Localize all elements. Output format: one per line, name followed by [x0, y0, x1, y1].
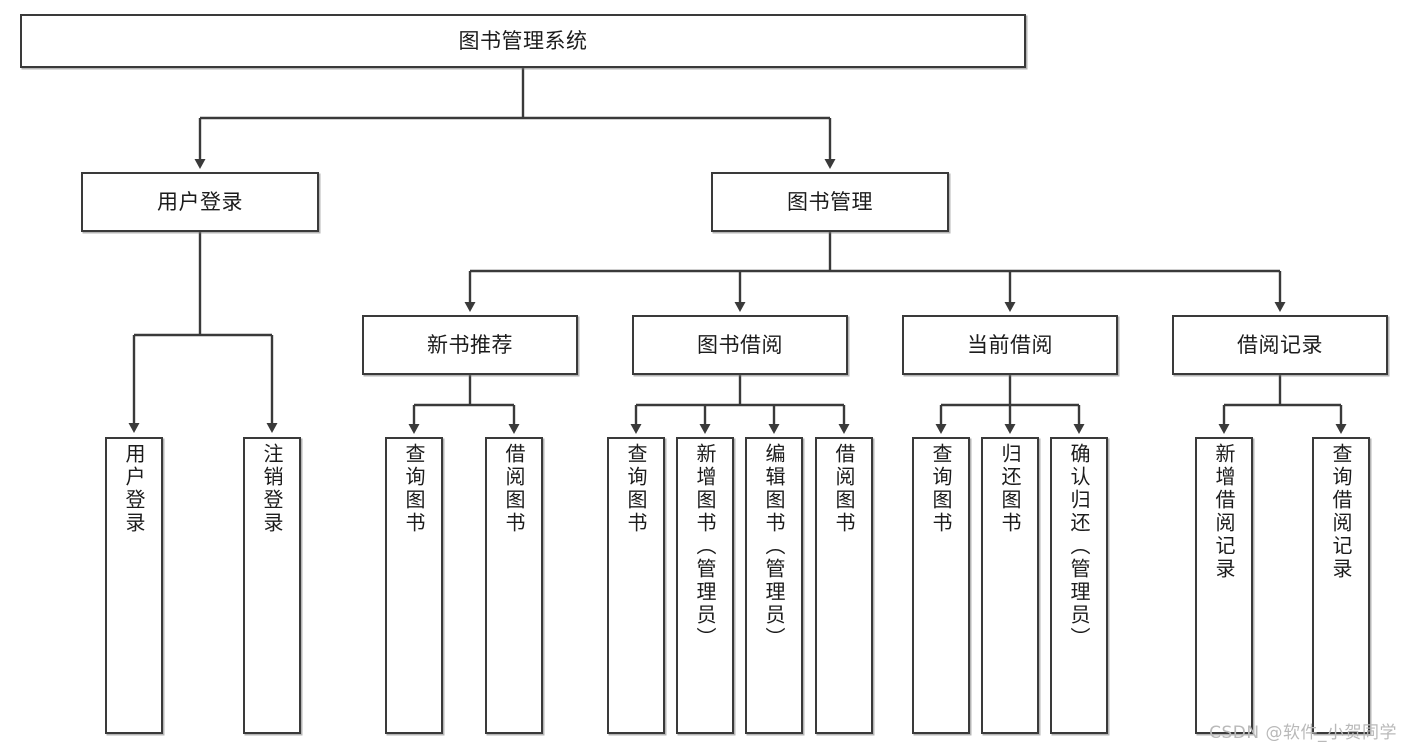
node-user-login[interactable]: 用户登录	[81, 172, 319, 232]
leaf-borrow-book-1[interactable]: 借阅图书	[485, 437, 543, 734]
node-current-borrow-label: 当前借阅	[967, 332, 1053, 357]
leaf-add-book-label: 新增图书（管理员）	[693, 443, 717, 650]
leaf-query-book-1[interactable]: 查询图书	[385, 437, 443, 734]
leaf-edit-book-label: 编辑图书（管理员）	[762, 443, 786, 650]
node-user-login-label: 用户登录	[157, 189, 243, 214]
leaf-user-login-label: 用户登录	[122, 443, 146, 535]
node-borrow-record-label: 借阅记录	[1237, 332, 1323, 357]
node-new-book-recommend-label: 新书推荐	[427, 332, 513, 357]
leaf-user-login[interactable]: 用户登录	[105, 437, 163, 734]
leaf-return-book-label: 归还图书	[998, 443, 1022, 535]
leaf-query-book-2[interactable]: 查询图书	[607, 437, 665, 734]
leaf-add-book[interactable]: 新增图书（管理员）	[676, 437, 734, 734]
node-current-borrow[interactable]: 当前借阅	[902, 315, 1118, 375]
leaf-logout-login-label: 注销登录	[260, 443, 284, 535]
leaf-add-record[interactable]: 新增借阅记录	[1195, 437, 1253, 734]
node-root-label: 图书管理系统	[458, 28, 588, 53]
leaf-confirm-return[interactable]: 确认归还（管理员）	[1050, 437, 1108, 734]
node-book-management-label: 图书管理	[787, 189, 873, 214]
leaf-query-record-label: 查询借阅记录	[1329, 443, 1353, 581]
leaf-borrow-book-2[interactable]: 借阅图书	[815, 437, 873, 734]
leaf-query-book-3[interactable]: 查询图书	[912, 437, 970, 734]
leaf-borrow-book-1-label: 借阅图书	[502, 443, 526, 535]
leaf-query-book-1-label: 查询图书	[402, 443, 426, 535]
leaf-query-record[interactable]: 查询借阅记录	[1312, 437, 1370, 734]
csdn-watermark: CSDN @软件_小贺同学	[1209, 723, 1397, 743]
node-book-management[interactable]: 图书管理	[711, 172, 949, 232]
leaf-query-book-2-label: 查询图书	[624, 443, 648, 535]
node-book-borrow-label: 图书借阅	[697, 332, 783, 357]
leaf-edit-book[interactable]: 编辑图书（管理员）	[745, 437, 803, 734]
leaf-return-book[interactable]: 归还图书	[981, 437, 1039, 734]
leaf-add-record-label: 新增借阅记录	[1212, 443, 1236, 581]
leaf-confirm-return-label: 确认归还（管理员）	[1067, 443, 1091, 650]
node-borrow-record[interactable]: 借阅记录	[1172, 315, 1388, 375]
node-root[interactable]: 图书管理系统	[20, 14, 1026, 68]
leaf-query-book-3-label: 查询图书	[929, 443, 953, 535]
node-book-borrow[interactable]: 图书借阅	[632, 315, 848, 375]
node-new-book-recommend[interactable]: 新书推荐	[362, 315, 578, 375]
leaf-logout-login[interactable]: 注销登录	[243, 437, 301, 734]
leaf-borrow-book-2-label: 借阅图书	[832, 443, 856, 535]
